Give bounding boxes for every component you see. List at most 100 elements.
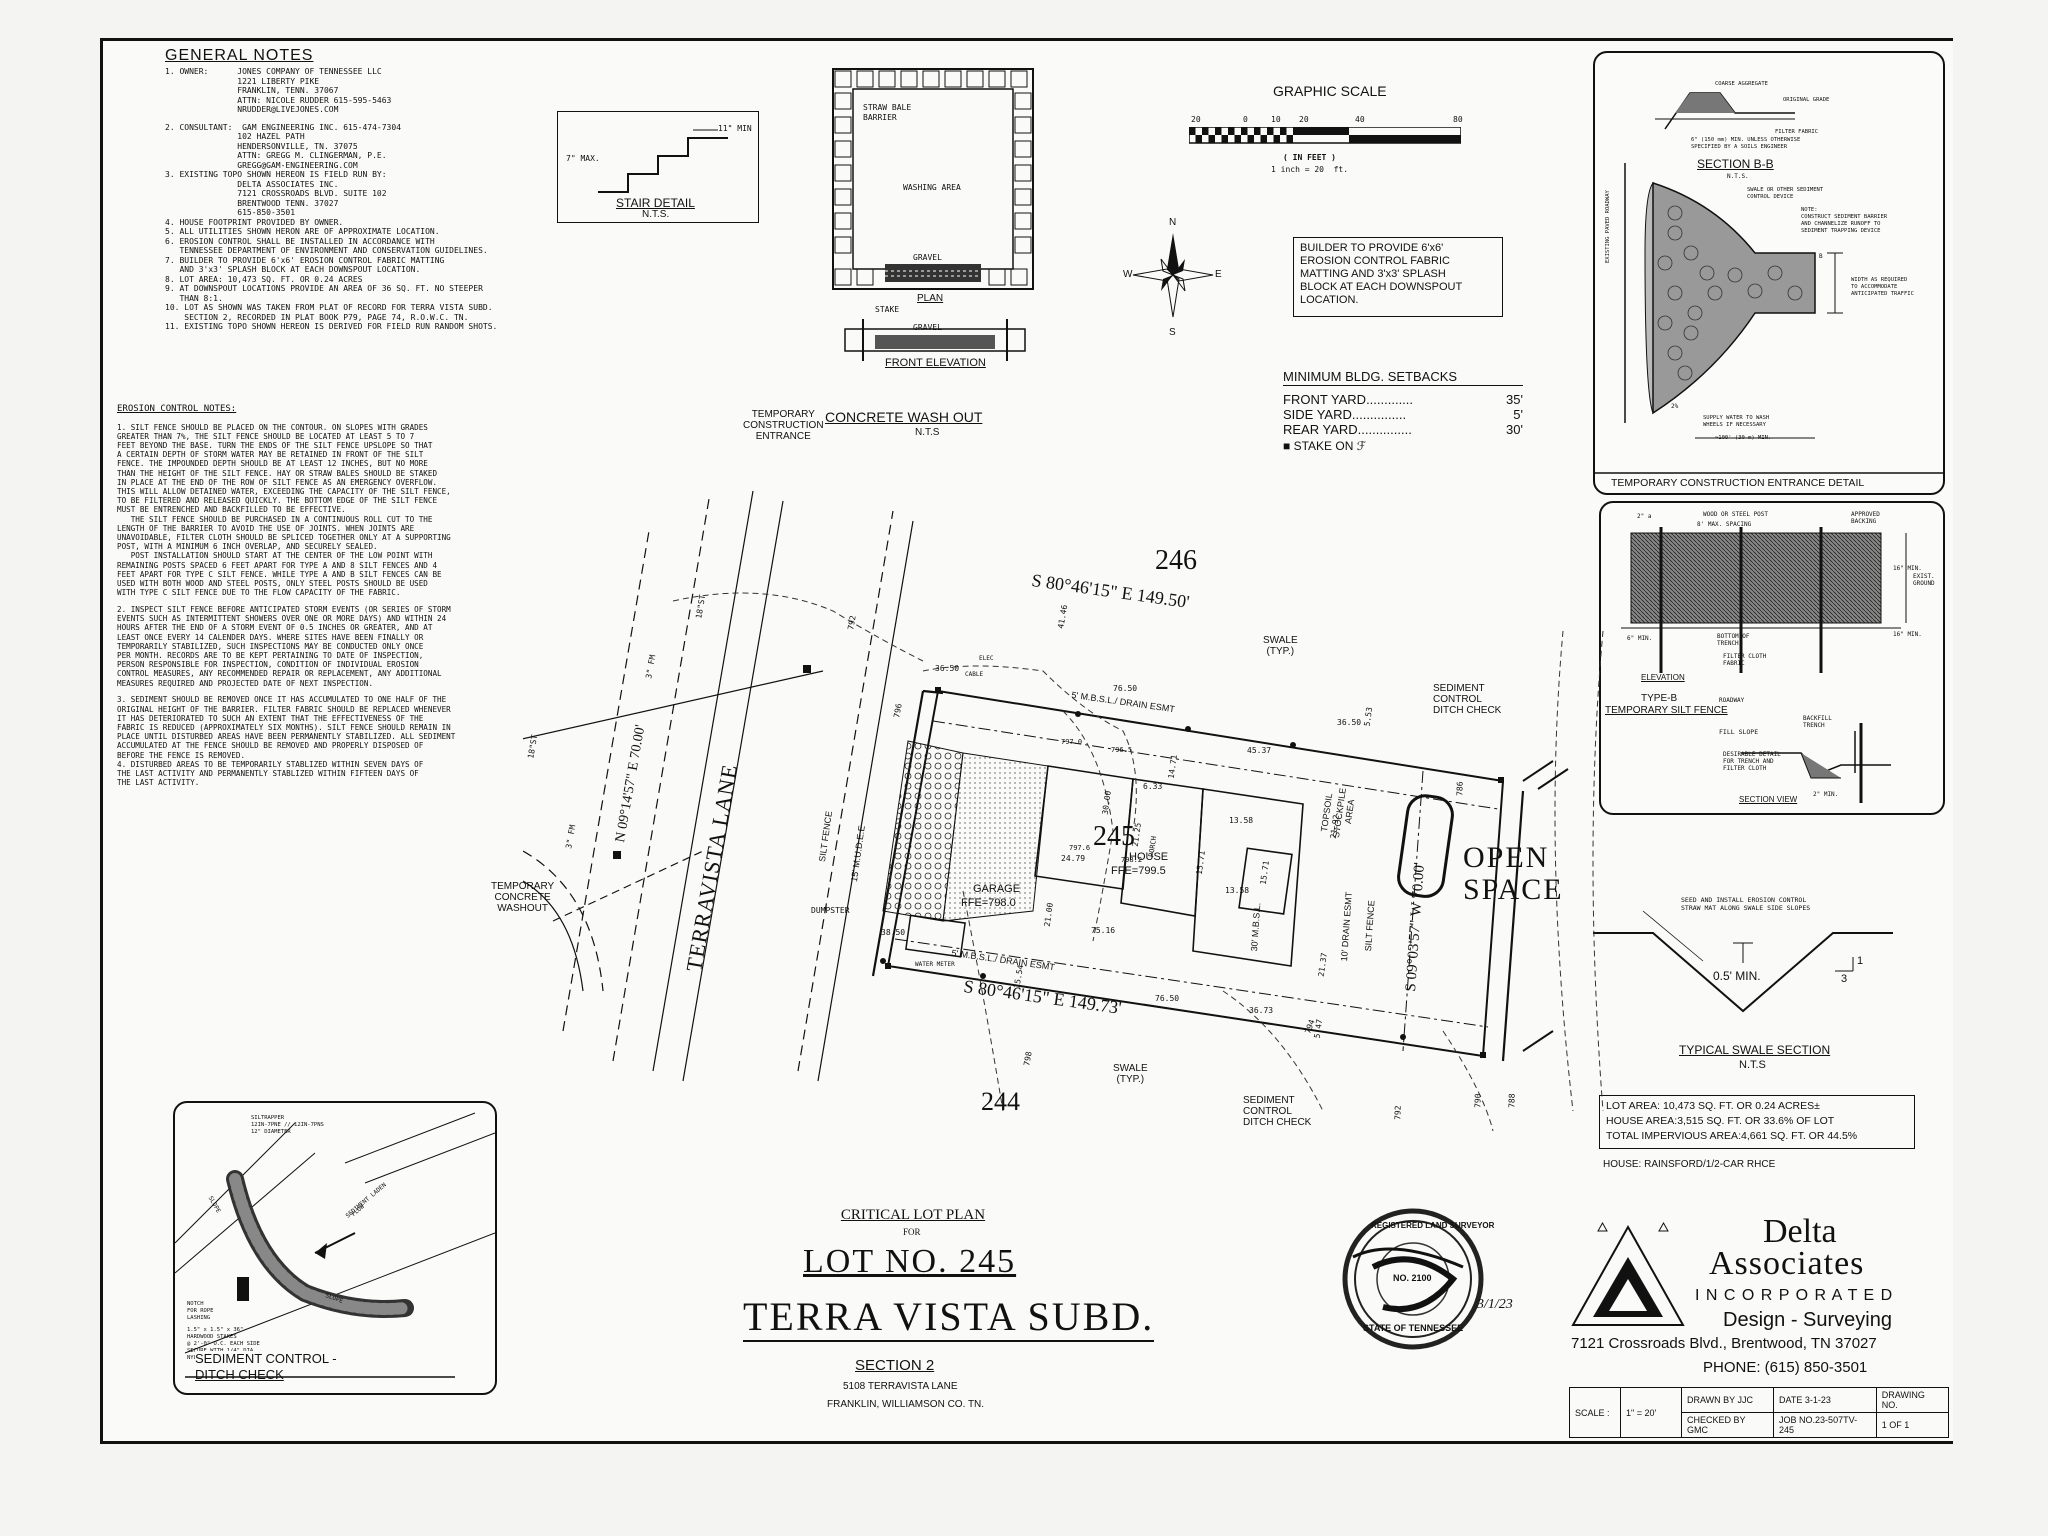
cable-label: CABLE <box>965 671 984 678</box>
note-line: IT HAS DETERIORATED TO SUCH AN EXTENT TH… <box>117 713 424 723</box>
general-notes: GENERAL NOTES 1. OWNER: JONES COMPANY OF… <box>165 47 605 332</box>
contour-label: 790 <box>1473 1093 1483 1109</box>
note-line: 11. EXISTING TOPO SHOWN HEREON IS DERIVE… <box>165 322 498 331</box>
dim-label: 75.16 <box>1091 926 1116 935</box>
ditch-top-2: 12IN-7PNE // 12IN-7PNS <box>251 1122 324 1128</box>
scale-tick-label: 0 <box>1243 115 1248 124</box>
note-line: 102 HAZEL PATH <box>165 132 305 141</box>
stake-1: 1.5" x 1.5" x 36" <box>187 1327 244 1333</box>
stair-detail: 7" MAX. 11" MIN STAIR DETAIL N.T.S. <box>557 111 759 223</box>
swale-label-line: (TYP.) <box>1266 646 1295 657</box>
south-label: S <box>1169 327 1176 338</box>
area-summary-box: LOT AREA: 10,473 SQ. FT. OR 0.24 ACRES± … <box>1599 1095 1915 1149</box>
seal-top-text: REGISTERED LAND SURVEYOR <box>1371 1221 1495 1230</box>
swale-section-title: TYPICAL SWALE SECTION <box>1679 1043 1831 1057</box>
erosion-notes-title: EROSION CONTROL NOTES: <box>117 404 237 414</box>
note-line: FEET APART FOR TYPE C SILT FENCE. WHILE … <box>117 569 442 579</box>
swale-device-1: SWALE OR OTHER SEDIMENT <box>1747 187 1824 193</box>
fabric-label-2: FABRIC <box>1723 660 1745 667</box>
note-line: THAN THE HEIGHT OF THE SILT FENCE. HAY O… <box>117 468 438 478</box>
site-plan <box>523 490 1604 1132</box>
washout-plan-label: PLAN <box>917 293 944 304</box>
elevation-label: ELEVATION <box>1641 673 1685 682</box>
entrance-note-4: SEDIMENT TRAPPING DEVICE <box>1801 228 1881 234</box>
job-number: JOB NO.23-507TV-245 <box>1779 1415 1858 1435</box>
scale-tick-label: 80 <box>1453 115 1463 124</box>
builder-note-line: BLOCK AT EACH DOWNSPOUT <box>1300 281 1463 293</box>
house-label: HOUSE <box>1129 851 1169 863</box>
note-line: ORIGINAL HEIGHT OF THE BARRIER. FILTER F… <box>117 704 451 714</box>
note-line: 615-850-3501 <box>165 208 296 217</box>
washout-gravel2-label: GRAVEL <box>913 323 942 332</box>
graphic-scale: GRAPHIC SCALE 20 0 10 20 40 80 ( IN FEET… <box>1153 83 1463 183</box>
setbacks-title: MINIMUM BLDG. SETBACKS <box>1283 369 1523 386</box>
note-line: LEAST ONCE EVERY 14 CALENDER DAYS. WHERE… <box>117 632 424 642</box>
notch-1: NOTCH <box>187 1301 204 1307</box>
note-line: THAN 8:1. <box>165 293 223 303</box>
bottom-label-1: BOTTOM OF <box>1717 633 1750 640</box>
garage-ffe: FFE=798.0 <box>961 897 1016 909</box>
dim-label: 76.50 <box>1155 994 1180 1003</box>
stair-detail-nts: N.T.S. <box>642 209 670 220</box>
depth-note-1: 6" (150 mm) MIN. UNLESS OTHERWISE <box>1691 137 1801 143</box>
note-line: AND 3'x3' SPLASH BLOCK AT EACH DOWNSPOUT… <box>165 265 421 274</box>
note-line: PER MONTH. RECORDS ARE TO BE KEPT PERTAI… <box>117 650 424 660</box>
builder-note-line: BUILDER TO PROVIDE 6'x6' <box>1300 242 1444 254</box>
exist-label-2: GROUND <box>1913 580 1935 587</box>
supply-note-1: SUPPLY WATER TO WASH <box>1703 415 1770 421</box>
roadway-label: ROADWAY <box>1719 697 1745 704</box>
builder-note-line: LOCATION. <box>1300 294 1359 306</box>
filter-fabric-label: FILTER FABRIC <box>1775 129 1819 135</box>
note-line: 1. OWNER: JONES COMPANY OF TENNESSEE LLC <box>165 67 382 76</box>
sediment-label-line: SEDIMENT <box>1433 683 1485 694</box>
drawing-no-cell: 1 OF 1 <box>1875 1412 1950 1438</box>
ditch-check-drawing <box>175 1112 495 1378</box>
swale-typ-north: SWALE (TYP.) <box>1263 635 1298 657</box>
house-ffe: FFE=799.5 <box>1111 865 1166 877</box>
construction-entrance-detail: COARSE AGGREGATE ORIGINAL GRADE FILTER F… <box>1593 51 1945 495</box>
lot-244-label: 244 <box>981 1087 1020 1116</box>
note-line: BEFORE THE FENCE IS REMOVED. <box>117 750 246 760</box>
drawing-number: 1 OF 1 <box>1881 1420 1910 1430</box>
swale-drawing <box>1593 910 1893 1013</box>
section-view-label: SECTION VIEW <box>1739 795 1798 804</box>
contour-label: 798 <box>1022 1050 1034 1067</box>
note-line: 7121 CROSSROADS BLVD. SUITE 102 <box>165 189 387 198</box>
note-line: THE LAST ACTIVITY AND PERMANENTLY STABLI… <box>117 769 419 778</box>
swale-label-line: SWALE <box>1263 635 1298 646</box>
entrance-detail-title: TEMPORARY CONSTRUCTION ENTRANCE DETAIL <box>1611 477 1865 489</box>
note-line: 3. SEDIMENT SHOULD BE REMOVED ONCE IT HA… <box>117 695 447 705</box>
seal-number: NO. 2100 <box>1393 1273 1432 1283</box>
sediment-check-south: SEDIMENT CONTROL DITCH CHECK <box>1243 1095 1311 1128</box>
setback-row: REAR YARD............... 30' <box>1283 422 1523 437</box>
note-line: WITH TYPE C SILT FENCE DUE TO THE FLOW C… <box>117 588 401 598</box>
contour-label: 788 <box>1507 1093 1517 1109</box>
note-line: FEET BEYOND THE BASE. TURN THE ENDS OF T… <box>117 440 433 450</box>
sediment-label-line: DITCH CHECK <box>1433 705 1502 716</box>
sediment-label-line: DITCH CHECK <box>1243 1117 1312 1128</box>
scale-tick-label: 10 <box>1271 115 1281 124</box>
dim-label: 38.50 <box>881 928 906 937</box>
note-line: TEMPORARILY STABILIZED, SUCH INSPECTIONS… <box>117 641 424 651</box>
ditch-check-detail: SILTRAPPER 12IN-7PNE // 12IN-7PNS 12" DI… <box>173 1101 497 1395</box>
title-critical: CRITICAL LOT PLAN <box>743 1207 1083 1224</box>
setback-label: FRONT YARD............. <box>1283 392 1414 407</box>
note-line: ATTN: GREGG M. CLINGERMAN, P.E. <box>165 151 387 160</box>
stair-detail-title: STAIR DETAIL <box>616 196 695 210</box>
note-line: CONTROL MEASURES, ANY RECOMMENDED REPAIR… <box>117 669 442 679</box>
section-bb-title: SECTION B-B <box>1697 157 1774 171</box>
swale-label-line: SWALE <box>1113 1063 1148 1074</box>
city-line: FRANKLIN, WILLIAMSON CO. TN. <box>827 1399 985 1410</box>
note-line: SECTION 2, RECORDED IN PLAT BOOK P79, PA… <box>165 312 469 322</box>
washout-front-label: FRONT ELEVATION <box>885 357 986 369</box>
general-notes-title: GENERAL NOTES <box>165 47 314 64</box>
width-note-2: TO ACCOMMODATE <box>1851 284 1898 290</box>
builder-note-line: EROSION CONTROL FABRIC <box>1300 255 1450 267</box>
note-line: HOURS AFTER THE END OF A STORM EVENT OF … <box>117 623 433 633</box>
title-for: FOR <box>903 1227 921 1237</box>
elev-label: 798.2 <box>1121 856 1143 864</box>
setback-row: FRONT YARD............. 35' <box>1283 392 1523 407</box>
builder-note-line: MATTING AND 3'x3' SPLASH <box>1300 268 1446 280</box>
note-line: POST, WITH A MINIMUM 6 INCH OVERLAP, AND… <box>117 542 378 552</box>
drawing-date: DATE 3-1-23 <box>1779 1395 1831 1405</box>
